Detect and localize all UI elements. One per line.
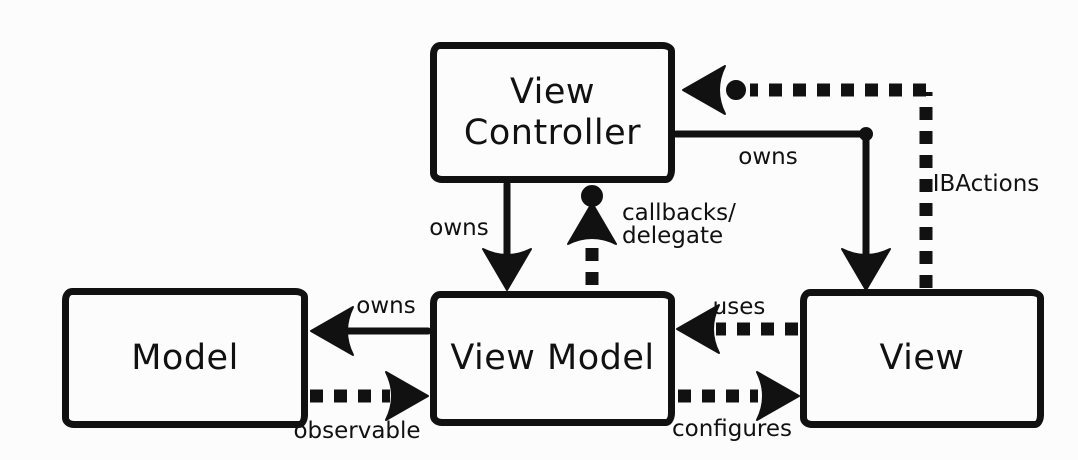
arrow-uses-view-to-viewmodel — [676, 304, 798, 354]
box-model: Model — [62, 288, 308, 428]
box-view: View — [800, 289, 1044, 428]
arrowhead-left-icon — [310, 306, 354, 356]
arrowhead-right-icon — [385, 371, 429, 421]
arrowhead-right-icon — [756, 371, 800, 421]
arrow-tail-dot — [726, 80, 746, 100]
arrowhead-down-icon — [841, 248, 891, 291]
arrow-observable-model-to-viewmodel — [310, 371, 429, 421]
arrow-configures-viewmodel-to-view — [678, 371, 800, 421]
box-view-model-label: View Model — [450, 338, 655, 379]
arrow-corner-dot — [859, 127, 873, 141]
box-model-label: Model — [131, 337, 239, 378]
arrow-ibactions-view-to-vc — [682, 65, 933, 288]
arrowhead-left-icon — [676, 304, 720, 354]
arrow-callbacks-viewmodel-to-vc — [567, 185, 617, 291]
arrowhead-down-icon — [482, 248, 532, 291]
arrow-owns-viewmodel-to-model — [310, 306, 432, 356]
edge-label-callbacks-line2: delegate — [622, 223, 724, 250]
box-view-model: View Model — [430, 291, 675, 426]
edge-label-callbacks-line1: callbacks/ — [622, 200, 736, 226]
edge-label-observable: observable — [293, 418, 421, 444]
edge-label-owns-vc-to-view: owns — [738, 144, 798, 170]
box-view-controller: View Controller — [430, 42, 675, 183]
edge-label-callbacks-delegate: callbacks/ delegate — [622, 200, 736, 250]
arrow-owns-vc-to-view — [672, 127, 891, 291]
arrowhead-left-icon — [682, 65, 726, 115]
box-view-label: View — [879, 338, 965, 379]
edge-label-ibactions: IBActions — [932, 171, 1040, 197]
box-view-controller-label: View Controller — [463, 72, 642, 153]
edge-label-uses: uses — [712, 294, 766, 320]
edge-label-configures: configures — [671, 416, 793, 442]
arrow-owns-vc-to-viewmodel — [482, 180, 532, 291]
edge-label-owns-viewmodel-to-model: owns — [356, 293, 416, 319]
arrowhead-up-icon — [567, 202, 617, 245]
edge-label-owns-vc-to-viewmodel: owns — [429, 215, 489, 241]
